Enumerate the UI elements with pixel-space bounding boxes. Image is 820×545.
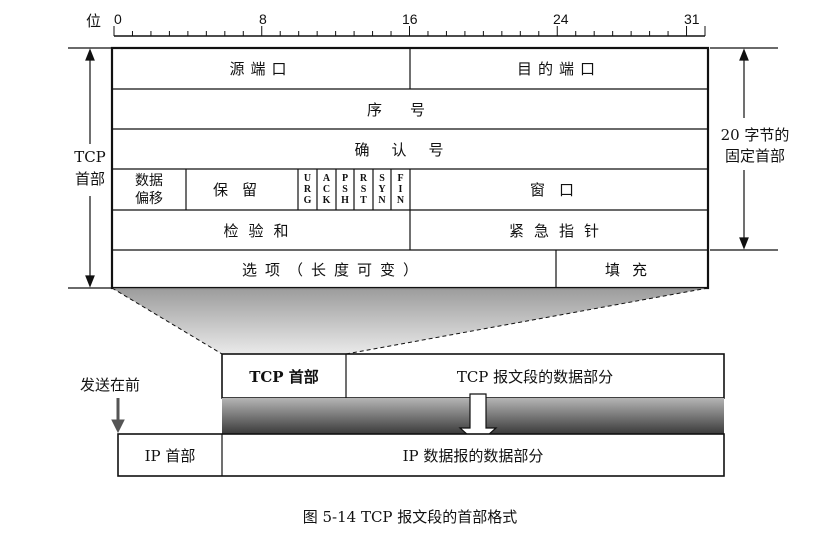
segment-data-label: TCP 报文段的数据部分 (456, 367, 614, 386)
bit-tick-16: 16 (402, 11, 418, 27)
field-window: 窗口 (529, 181, 588, 199)
segment-header-label: TCP 首部 (249, 367, 319, 386)
field-options: 选项（长度可变） (241, 260, 426, 279)
expansion-fan (112, 288, 708, 354)
data-offset-line-2: 偏移 (135, 190, 163, 207)
field-padding: 填充 (604, 260, 659, 279)
fixed-header-span-arrow (710, 47, 778, 251)
field-sequence-number: 序号 (366, 100, 453, 119)
field-destination-port: 目的端口 (516, 60, 601, 78)
field-urgent-pointer: 紧急指针 (508, 221, 609, 240)
ip-data-label: IP 数据报的数据部分 (402, 446, 544, 465)
fixed-header-label-line2: 固定首部 (724, 147, 785, 165)
data-offset-line-1: 数据 (135, 172, 163, 189)
bit-ruler (113, 26, 706, 37)
figure-caption: 图 5-14 TCP 报文段的首部格式 (302, 508, 518, 526)
tcp-segment-box (221, 353, 725, 399)
ip-header-label: IP 首部 (144, 446, 196, 465)
bit-tick-31: 31 (684, 11, 700, 27)
tcp-header-label-line2: 首部 (74, 170, 105, 188)
bit-unit-label: 位 (86, 12, 102, 30)
field-source-port: 源端口 (229, 60, 293, 78)
send-first-label: 发送在前 (80, 376, 141, 394)
field-reserved: 保留 (212, 181, 271, 199)
fixed-header-label-line1: 20 字节的 (720, 126, 790, 144)
bit-tick-8: 8 (259, 11, 267, 27)
field-data-offset: 数据 偏移 (112, 169, 186, 210)
send-first-arrow (111, 398, 125, 434)
tcp-header-label-line1: TCP (74, 148, 106, 166)
field-ack-number: 确认号 (354, 140, 466, 159)
bit-tick-24: 24 (553, 11, 569, 27)
bit-tick-0: 0 (114, 11, 122, 27)
ip-datagram-box (117, 433, 725, 477)
header-table-grid (112, 48, 708, 288)
field-checksum: 检验和 (223, 221, 299, 240)
tcp-header-span-arrow (68, 47, 112, 289)
